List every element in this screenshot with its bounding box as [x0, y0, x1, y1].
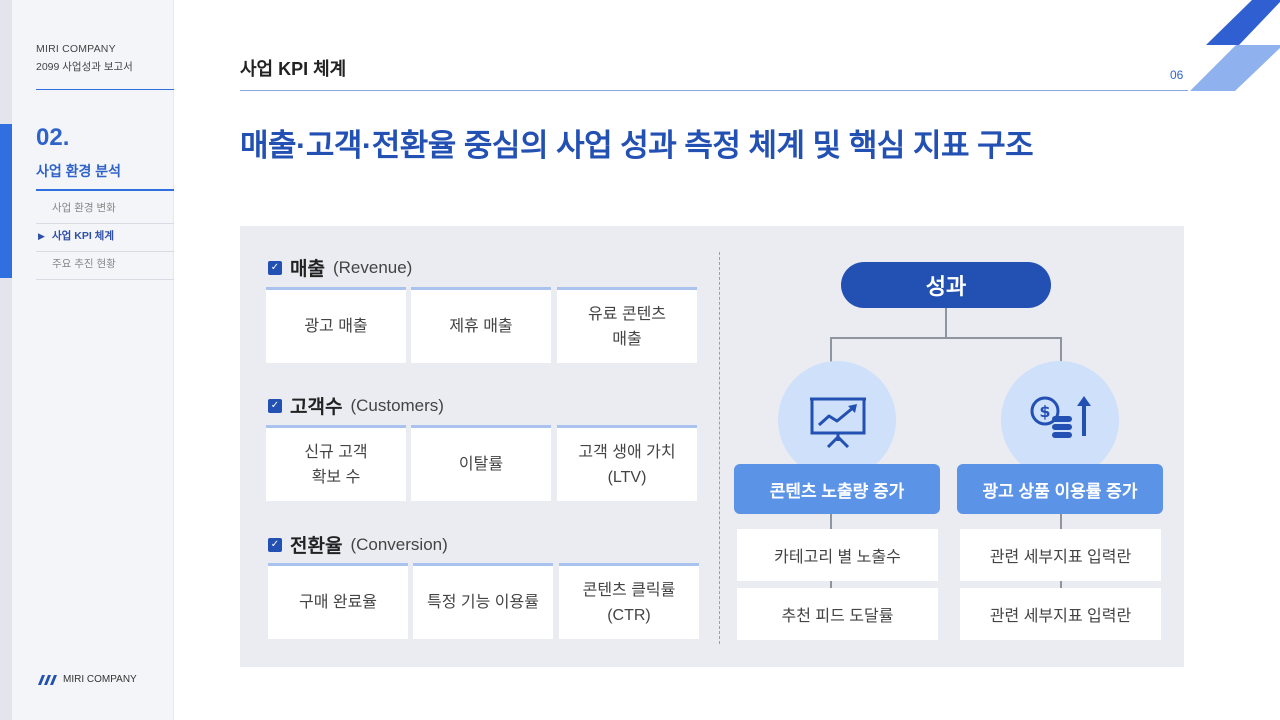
nav-item-label: 사업 환경 변화 — [52, 202, 116, 214]
report-name: 2099 사업성과 보고서 — [36, 61, 133, 73]
connector-line — [1060, 580, 1062, 590]
metric-box: 카테고리 별 노출수 — [737, 529, 938, 581]
divider — [36, 89, 174, 90]
sidebar-active-indicator — [0, 124, 12, 278]
main-title: 매출·고객·전환율 중심의 사업 성과 측정 체계 및 핵심 지표 구조 — [240, 128, 1034, 163]
kpi-item: 신규 고객 확보 수 — [266, 425, 406, 501]
section-title: 사업 환경 분석 — [36, 163, 122, 179]
kpi-group-name: 고객수 — [290, 397, 343, 418]
page-heading: 사업 KPI 체계 — [240, 59, 347, 79]
corner-decoration-icon — [1190, 0, 1280, 91]
active-marker-icon: ▶ — [38, 231, 45, 241]
kpi-group-conversion-header: ✓ 전환율 (Conversion) — [268, 531, 448, 558]
metric-input-box[interactable]: 관련 세부지표 입력란 — [960, 588, 1161, 640]
sidebar: MIRI COMPANY 2099 사업성과 보고서 02. 사업 환경 분석 … — [0, 0, 174, 720]
svg-text:$: $ — [1039, 402, 1050, 421]
kpi-group-customers-header: ✓ 고객수 (Customers) — [268, 392, 444, 419]
section-nav: 사업 환경 변화 ▶ 사업 KPI 체계 주요 추진 현황 — [36, 196, 174, 280]
company-name: MIRI COMPANY — [36, 43, 116, 55]
kpi-group-subtitle: (Revenue) — [332, 257, 413, 277]
kpi-item: 콘텐츠 클릭률 (CTR) — [559, 563, 699, 639]
kpi-item: 유료 콘텐츠 매출 — [557, 287, 697, 363]
footer-brand: MIRI COMPANY — [38, 674, 137, 685]
kpi-group-name: 매출 — [290, 259, 325, 280]
connector-line — [1060, 514, 1062, 530]
kpi-item: 구매 완료율 — [268, 563, 408, 639]
nav-item-kpi-system[interactable]: ▶ 사업 KPI 체계 — [36, 224, 174, 252]
connector-line — [830, 337, 832, 365]
checkbox-icon: ✓ — [268, 537, 282, 552]
kpi-group-revenue-header: ✓ 매출 (Revenue) — [268, 254, 412, 281]
kpi-group-name: 전환율 — [290, 536, 343, 557]
section-number: 02. — [36, 124, 70, 151]
metric-input-box[interactable]: 관련 세부지표 입력란 — [960, 529, 1161, 581]
metric-box: 추천 피드 도달률 — [737, 588, 938, 640]
nav-item-progress-status[interactable]: 주요 추진 현황 — [36, 252, 174, 280]
connector-line — [1060, 337, 1062, 365]
nav-item-label: 사업 KPI 체계 — [52, 230, 114, 242]
checkbox-icon: ✓ — [268, 260, 282, 275]
company-logo-icon — [38, 674, 57, 685]
kpi-item: 광고 매출 — [266, 287, 406, 363]
header-rule — [240, 90, 1188, 91]
nav-item-label: 주요 추진 현황 — [52, 258, 116, 270]
sidebar-edge — [0, 0, 12, 720]
kpi-item: 고객 생애 가치 (LTV) — [557, 425, 697, 501]
root-node: 성과 — [841, 262, 1051, 308]
divider — [36, 189, 174, 191]
nav-item-business-change[interactable]: 사업 환경 변화 — [36, 196, 174, 224]
diagram-node-ad-usage: 광고 상품 이용률 증가 — [957, 464, 1163, 514]
diagram-node-content-exposure: 콘텐츠 노출량 증가 — [734, 464, 940, 514]
connector-line — [830, 580, 832, 590]
coins-growth-icon: $ — [1030, 396, 1091, 438]
kpi-item: 이탈률 — [411, 425, 551, 501]
connector-line — [830, 514, 832, 530]
presentation-chart-icon — [810, 397, 866, 448]
kpi-item: 특정 기능 이용률 — [413, 563, 553, 639]
panel-divider — [719, 252, 720, 644]
footer-brand-label: MIRI COMPANY — [63, 674, 137, 685]
page-number: 06 — [1170, 68, 1184, 82]
kpi-group-subtitle: (Conversion) — [350, 534, 448, 554]
connector-line — [945, 308, 947, 338]
kpi-item: 제휴 매출 — [411, 287, 551, 363]
checkbox-icon: ✓ — [268, 398, 282, 413]
kpi-group-subtitle: (Customers) — [350, 395, 444, 415]
connector-line — [830, 337, 1061, 339]
